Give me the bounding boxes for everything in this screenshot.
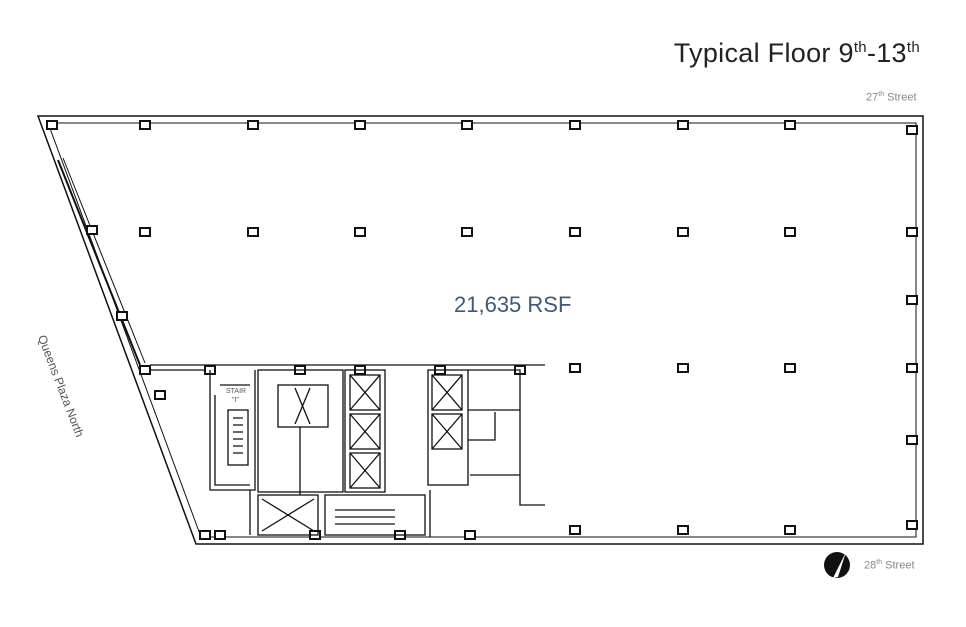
- street-label-north: 27th Street: [866, 91, 917, 104]
- structural-column: [199, 530, 211, 540]
- structural-column: [46, 120, 58, 130]
- structural-column: [461, 120, 473, 130]
- structural-column: [784, 363, 796, 373]
- structural-column: [569, 227, 581, 237]
- structural-column: [677, 227, 689, 237]
- structural-column: [154, 390, 166, 400]
- core: [150, 364, 545, 537]
- area-label: 21,635 RSF: [454, 292, 572, 317]
- structural-column: [116, 311, 128, 321]
- structural-column: [784, 227, 796, 237]
- structural-column: [461, 227, 473, 237]
- structural-column: [677, 120, 689, 130]
- north-arrow-icon: [824, 552, 850, 578]
- structural-column: [906, 227, 918, 237]
- structural-column: [906, 125, 918, 135]
- stair-label: STAIR: [226, 388, 246, 395]
- floor-title: Typical Floor 9th-13th: [673, 38, 920, 68]
- stair-id: "I": [232, 397, 239, 404]
- structural-column: [86, 225, 98, 235]
- structural-column: [247, 227, 259, 237]
- structural-column: [464, 530, 476, 540]
- outer-walls: [36, 115, 924, 545]
- structural-column: [906, 435, 918, 445]
- structural-column: [906, 363, 918, 373]
- structural-column: [354, 120, 366, 130]
- structural-column: [139, 120, 151, 130]
- structural-column: [247, 120, 259, 130]
- structural-column: [784, 525, 796, 535]
- structural-column: [677, 363, 689, 373]
- structural-column: [569, 525, 581, 535]
- structural-column: [214, 530, 226, 540]
- structural-column: [906, 295, 918, 305]
- structural-column: [139, 227, 151, 237]
- street-label-south: 28th Street: [864, 559, 915, 572]
- structural-column: [569, 120, 581, 130]
- structural-column: [906, 520, 918, 530]
- structural-column: [677, 525, 689, 535]
- structural-column: [569, 363, 581, 373]
- structural-column: [139, 365, 151, 375]
- structural-column: [354, 227, 366, 237]
- structural-column: [784, 120, 796, 130]
